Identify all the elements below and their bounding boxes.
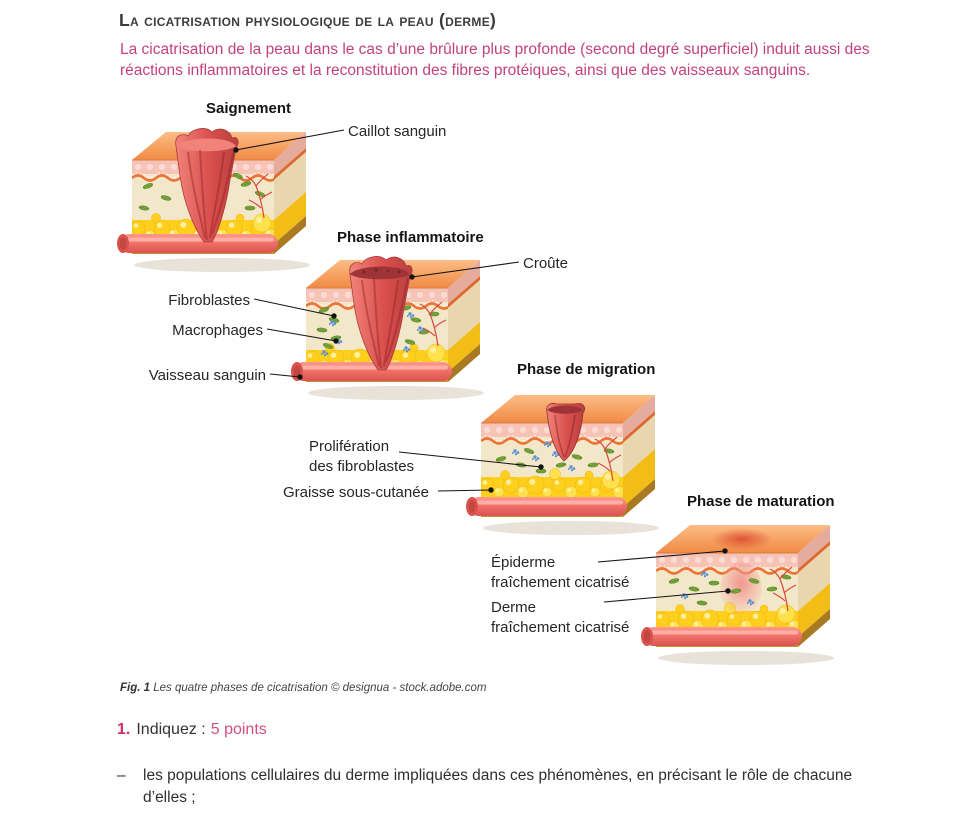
- figure-caption: Fig. 1 Les quatre phases de cicatrisatio…: [120, 682, 486, 694]
- label-line: Prolifération: [309, 438, 390, 455]
- label-caillot-sanguin: Caillot sanguin: [348, 123, 447, 140]
- label-croute: Croûte: [523, 255, 569, 272]
- phase-title-migration: Phase de migration: [517, 361, 656, 378]
- figure-caption-text: Les quatre phases de cicatrisation © des…: [150, 682, 487, 694]
- label-macrophages: Macrophages: [172, 322, 263, 339]
- skin-block-saignement-illustration: [114, 116, 314, 276]
- skin-block-inflammatoire-illustration: [288, 244, 488, 404]
- question-points: 5 points: [210, 721, 267, 738]
- bullet-text-line: les populations cellulaires du derme imp…: [143, 767, 853, 784]
- skin-block-migration-illustration: [463, 379, 663, 539]
- label-line: fraîchement cicatrisé: [491, 619, 630, 636]
- label-proliferation-fibroblastes: Prolifération des fibroblastes: [309, 437, 414, 477]
- bullet-dash: –: [117, 767, 126, 784]
- label-epiderme-cicatrise: Épiderme fraîchement cicatrisé: [491, 553, 629, 593]
- question-number: 1.: [117, 721, 131, 738]
- label-graisse-sous-cutanee: Graisse sous-cutanée: [283, 484, 429, 501]
- phase-title-saignement: Saignement: [206, 100, 292, 117]
- bullet-text-line: d’elles ;: [143, 789, 196, 806]
- label-line: Derme: [491, 599, 537, 616]
- bullet-text: les populations cellulaires du derme imp…: [143, 765, 852, 809]
- label-line: fraîchement cicatrisé: [491, 574, 630, 591]
- skin-block-maturation-illustration: [638, 509, 838, 669]
- label-vaisseau-sanguin: Vaisseau sanguin: [148, 367, 266, 384]
- label-fibroblastes: Fibroblastes: [168, 292, 250, 309]
- label-derme-cicatrise: Derme fraîchement cicatrisé: [491, 598, 629, 638]
- label-line: des fibroblastes: [309, 458, 415, 475]
- figure-caption-number: Fig. 1: [120, 682, 151, 694]
- question-text: Indiquez :: [136, 721, 206, 738]
- label-line: Épiderme: [491, 554, 556, 571]
- phase-title-maturation: Phase de maturation: [687, 493, 835, 510]
- intro-paragraph: La cicatrisation de la peau dans le cas …: [120, 39, 870, 81]
- page-title: La cicatrisation physiologique de la pea…: [119, 10, 497, 30]
- question-1: 1. Indiquez :5 points: [117, 721, 267, 739]
- phase-title-inflammatoire: Phase inflammatoire: [337, 229, 484, 246]
- question-item-1: – les populations cellulaires du derme i…: [117, 765, 852, 809]
- intro-line-2: réactions inflammatoires et la reconstit…: [120, 62, 811, 79]
- intro-line-1: La cicatrisation de la peau dans le cas …: [120, 41, 870, 58]
